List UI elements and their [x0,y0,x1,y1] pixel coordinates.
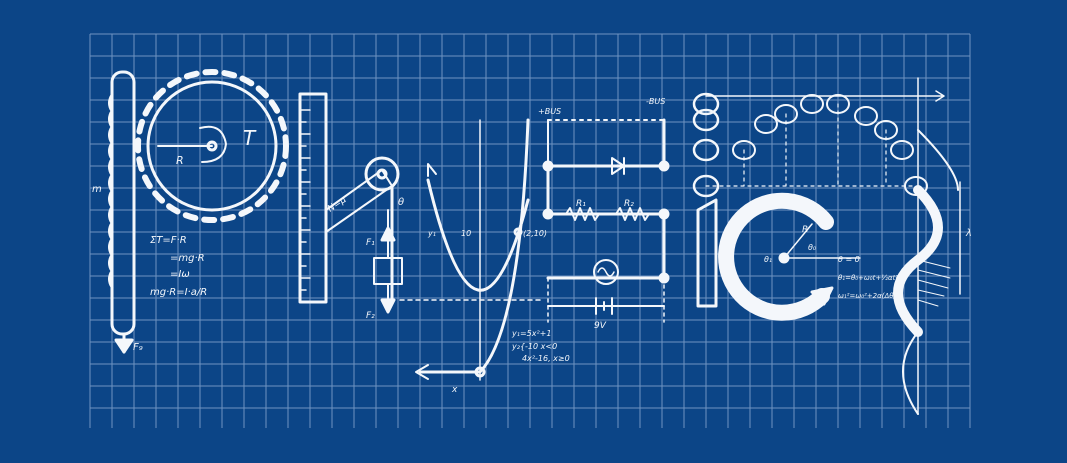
trajectory-ball [890,140,914,160]
graph-eq-2a: y₂{-10 x<0 [511,342,557,351]
letter-y-graph [399,118,541,381]
gear-force-label: F₉ [133,342,143,353]
vertical-bar [110,70,136,336]
radius-line [783,223,813,259]
gear-radius-label: R [176,154,184,167]
theta1-label: θ₁ [764,255,772,264]
node [542,208,554,220]
graph-point-label: (2,10) [523,229,547,238]
resistor-r1 [565,207,600,221]
letter-s-wave [893,77,961,415]
resistor-r2 [615,207,650,221]
battery [547,297,665,315]
rotation-arc [718,192,834,321]
stacked-ellipse [692,92,720,116]
node [658,160,670,172]
resistor-r2-label: R₂ [624,199,634,209]
incline-label: N=μ [326,195,348,215]
force-arrow-head [114,338,134,354]
graph-tick-10: 10 [461,229,471,238]
rotation-arrow [810,286,834,306]
equation-2: =mg·R [170,253,205,264]
gear-teeth [135,69,289,223]
theta-zero-label: θ = 0 [838,255,860,264]
resistor-r1-label: R₁ [576,199,586,209]
angular-eq-1: θ₁=θ₀+ω₀t+½αt² [838,274,898,282]
theta0-label: θ₀ [808,243,817,252]
ruler [298,92,328,304]
trajectory-ball [800,94,824,114]
force-up-label: F₁ [366,238,375,248]
gear-circle [146,80,278,212]
stacked-ellipse [692,108,720,132]
letter-h-incline [298,92,403,314]
slanted-block [696,198,718,308]
projectile-trajectory [705,90,945,196]
graph-eq-1: y₁=5x²+1 [511,329,551,338]
stacked-ellipse [692,174,720,198]
parabola-y1 [426,178,530,292]
trajectory-guides [705,103,917,187]
graph-y1-label: y₁ [427,229,436,238]
node [542,160,554,172]
graph-point [513,227,523,237]
lamp-filament [597,267,615,277]
diode [611,157,625,175]
letter-i-motion [692,92,720,308]
ruler-ticks [299,109,311,291]
battery-label: 9V [594,321,607,331]
curve-arrow [415,364,429,380]
equation-3: =Iω [170,269,190,280]
wave-tail [902,129,959,415]
bar-teeth [108,93,114,289]
equation-1: ΣT=F·R [150,235,187,246]
up-force-head [380,226,396,242]
gear-mass-label: m [92,184,102,195]
pulley [364,156,400,192]
trajectory-axis [705,90,945,102]
trajectory-ball [854,106,878,126]
force-down-label: F₂ [366,311,375,321]
trajectory-ball [754,114,778,134]
bus-minus-label: -BUS [646,97,665,106]
down-force-head [380,298,396,314]
torque-arrow [199,125,227,163]
lamp [593,259,619,285]
stacked-ellipse [692,138,720,162]
equation-4: mg·R=I·a/R [150,287,207,298]
graph-eq-2b: 4x²-16, x≥0 [522,354,570,363]
circle-radius-label: R [802,225,808,235]
origin-point [474,366,486,378]
gear-torque-label: T [243,126,257,150]
letter-p-gear [108,69,289,354]
wavelength-label: λ [965,228,972,239]
curve-y2 [418,118,530,374]
letter-c-rotation [718,192,861,321]
letter-s-circuit [542,118,670,323]
theta-label: θ [398,197,404,208]
pulley-axle [376,168,388,180]
angular-eq-2: ω₁²=ω₀²+2α(Δθ) [838,292,897,300]
battery-wires [547,277,665,323]
parabola-arrow-left [427,163,437,177]
node [658,208,670,220]
bus-plus-label: +BUS [538,107,561,116]
graph-x-label: x [451,385,458,395]
wave-hatching [917,259,951,307]
